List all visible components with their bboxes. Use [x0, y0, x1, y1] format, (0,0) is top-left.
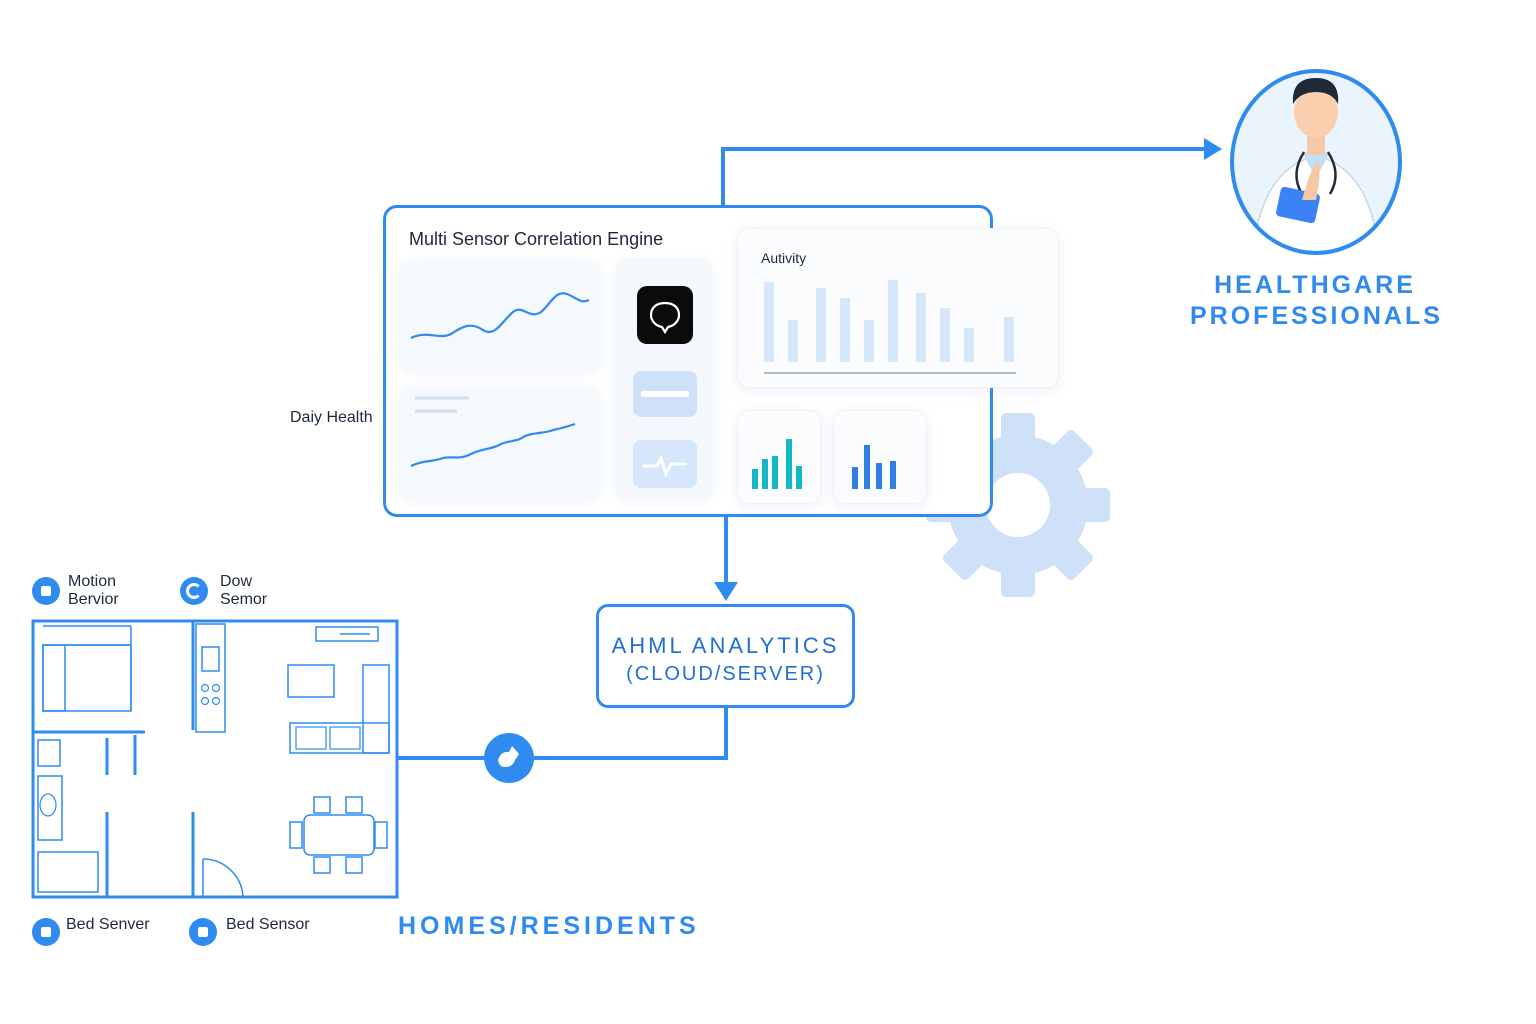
analytics-to-homes-line	[398, 708, 728, 760]
door-sensor-line1: Dow	[220, 573, 253, 590]
heart-rate-tile-icon	[633, 440, 697, 488]
healthcare-arrowhead	[1204, 138, 1222, 160]
engine-title: Multi Sensor Correlation Engine	[409, 229, 664, 249]
engine-to-healthcare-line	[721, 147, 1205, 205]
homes-residents-label: HOMES/RESIDENTS	[398, 912, 700, 940]
activity-bar-chart	[764, 280, 1016, 374]
chat-bubble-icon	[637, 286, 693, 344]
bed-sensor-icon-2	[189, 918, 217, 946]
bed-sensor-label-1: Bed Senver	[66, 916, 150, 933]
healthcare-line2: PROFESSIONALS	[1190, 302, 1443, 330]
healthcare-line1: HEALTHGARE	[1214, 271, 1416, 299]
door-sensor-icon	[180, 577, 208, 605]
mini-chart-card-teal	[737, 410, 821, 504]
motion-sensor-line1: Motion	[68, 573, 117, 590]
device-tile-icon	[633, 371, 697, 417]
motion-sensor-icon	[32, 577, 60, 605]
door-sensor-line2: Semor	[220, 591, 268, 608]
motion-sensor-label: Motion Bervior	[68, 573, 119, 609]
trend-card-top	[399, 260, 601, 372]
blue-bar-icon	[852, 445, 896, 489]
trend-card-bottom	[399, 386, 601, 500]
trend-line-chart-top	[410, 292, 590, 340]
mini-chart-card-blue	[833, 410, 927, 504]
teal-bar-icon	[752, 439, 802, 489]
analytics-title: AHML ANALYTICS	[611, 633, 840, 658]
daily-health-label: Daiy Health	[290, 409, 373, 426]
door-sensor-label: Dow Semor	[220, 573, 267, 609]
activity-label: Autivity	[761, 250, 807, 266]
doctor-avatar-icon	[1230, 69, 1402, 255]
network-hub-icon	[484, 733, 534, 783]
floor-plan	[31, 619, 399, 899]
analytics-arrowhead	[714, 582, 738, 601]
analytics-subtitle: (CLOUD/SERVER)	[626, 663, 825, 685]
trend-line-chart-bottom	[410, 396, 576, 467]
motion-sensor-line2: Bervior	[68, 591, 119, 608]
bed-sensor-icon-1	[32, 918, 60, 946]
healthcare-professionals-label: HEALTHGARE PROFESSIONALS	[1190, 270, 1440, 332]
bed-sensor-label-2: Bed Sensor	[226, 916, 310, 933]
analytics-box: AHML ANALYTICS (CLOUD/SERVER)	[596, 604, 855, 708]
